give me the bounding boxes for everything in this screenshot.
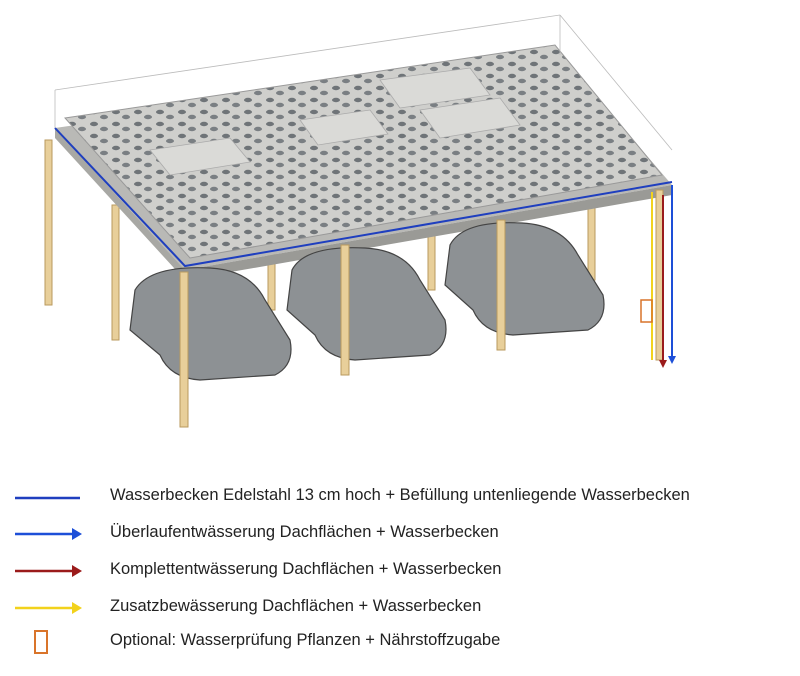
full-drain-arrow [659,360,667,368]
legend-label: Komplettentwässerung Dachflächen + Wasse… [110,560,502,578]
cars [129,222,605,381]
carport-illustration [44,14,676,428]
blue-line-icon [15,496,80,500]
legend-label: Wasserbecken Edelstahl 13 cm hoch + Befü… [110,486,690,504]
legend-label: Zusatzbewässerung Dachflächen + Wasserbe… [110,597,482,615]
legend-item-overflow: Überlaufentwässerung Dachflächen + Wasse… [0,518,800,548]
legend-label: Optional: Wasserprüfung Pflanzen + Nährs… [110,631,501,649]
blue-arrow-icon [15,528,82,540]
legend-item-irrigation: Zusatzbewässerung Dachflächen + Wasserbe… [0,592,800,622]
yellow-arrow-icon [15,602,82,614]
basin-line [54,127,673,268]
overflow-drain-arrow [668,356,676,364]
orange-rect-icon [34,630,48,654]
legend-label: Überlaufentwässerung Dachflächen + Wasse… [110,523,499,541]
roof [54,14,673,280]
front-posts [179,189,664,428]
legend-item-full-drain: Komplettentwässerung Dachflächen + Wasse… [0,555,800,585]
red-arrow-icon [15,565,82,577]
legend-item-basin: Wasserbecken Edelstahl 13 cm hoch + Befü… [0,481,800,511]
optional-check-box [640,299,653,323]
legend-item-optional: Optional: Wasserprüfung Pflanzen + Nährs… [0,626,800,656]
